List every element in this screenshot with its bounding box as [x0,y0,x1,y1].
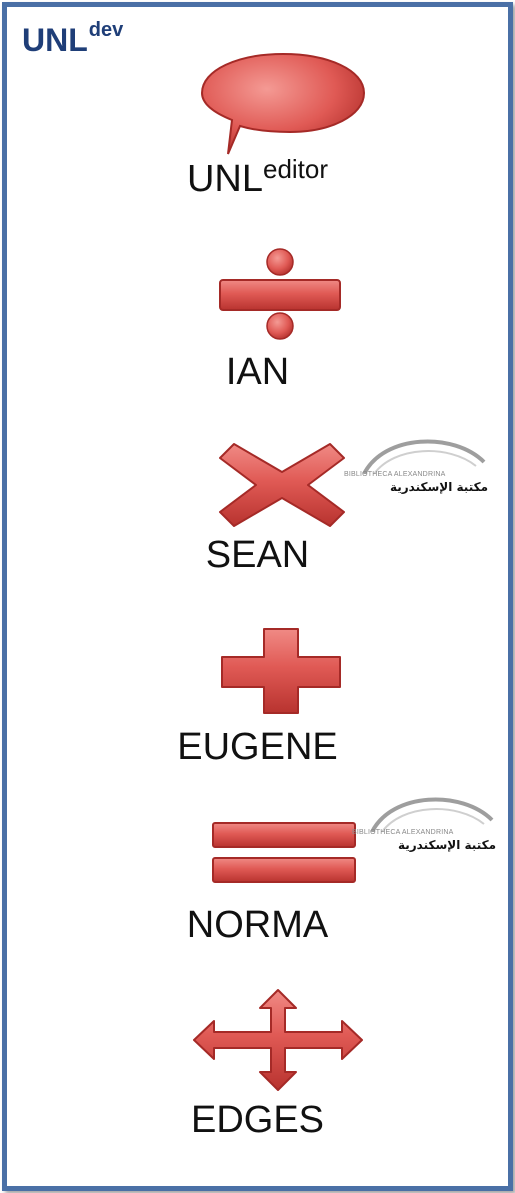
plus-icon[interactable] [218,625,344,717]
speech-bubble-icon[interactable] [198,48,368,158]
four-way-arrow-icon[interactable] [192,988,364,1092]
item-label-sean[interactable]: SEAN [205,534,310,576]
logo-name-ar: مكتبة الإسكندرية [397,838,496,852]
divide-icon[interactable] [216,245,344,345]
logo-name-ar: مكتبة الإسكندرية [389,480,488,494]
bibliotheca-alexandrina-logo: BIBLIOTHECA ALEXANDRINA مكتبة الإسكندرية [344,434,494,504]
item-label-norma[interactable]: NORMA [186,904,329,946]
item-label-superscript: editor [262,154,329,184]
item-label-text: UNL [186,158,263,200]
logo-name-en: BIBLIOTHECA ALEXANDRINA [352,829,454,836]
item-label-unl-editor[interactable]: UNLeditor [0,156,515,200]
logo-name-en: BIBLIOTHECA ALEXANDRINA [344,471,446,478]
brand-superscript: dev [88,19,124,41]
item-label-edges[interactable]: EDGES [190,1099,325,1141]
multiply-icon[interactable] [212,440,352,530]
brand-name: UNL [22,22,88,58]
brand-title: UNLdev [22,20,123,58]
item-label-eugene[interactable]: EUGENE [177,726,338,768]
item-label-ian[interactable]: IAN [225,351,290,393]
equals-icon[interactable] [210,820,358,886]
bibliotheca-alexandrina-logo: BIBLIOTHECA ALEXANDRINA مكتبة الإسكندرية [352,792,502,862]
